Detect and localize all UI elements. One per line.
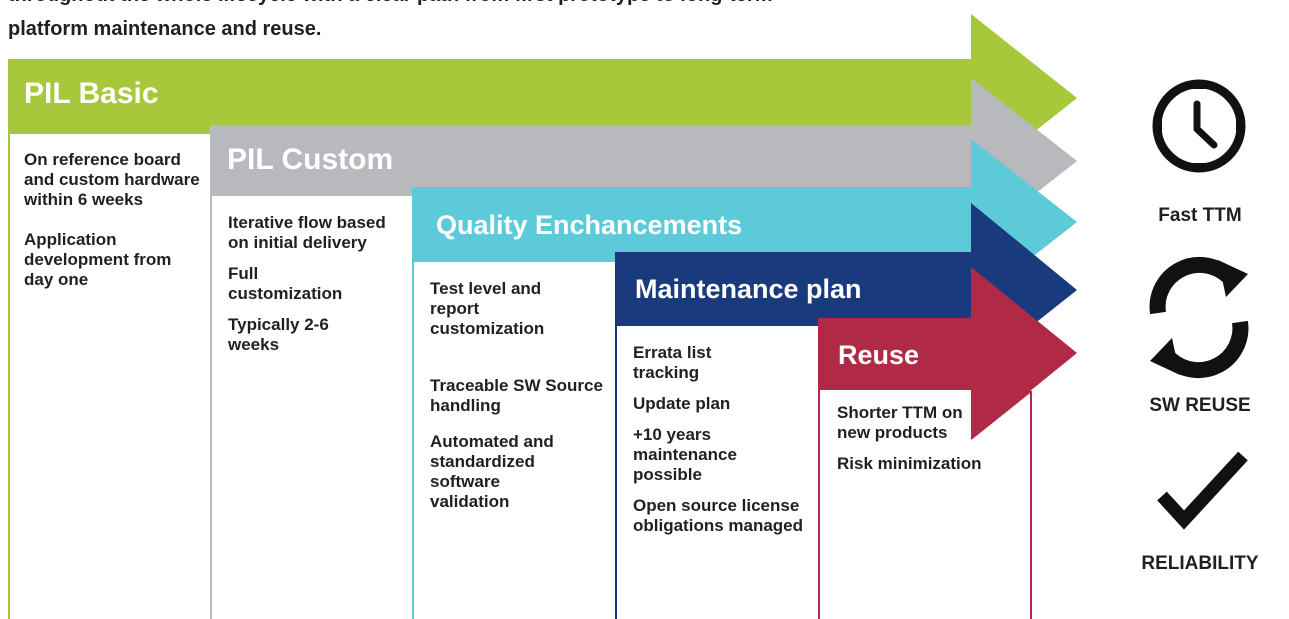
stage-arrow-pil-custom (210, 78, 1077, 244)
reuse-cycle-icon (1149, 256, 1249, 379)
benefit-label-fast-ttm: Fast TTM (1158, 205, 1242, 226)
list-item: Full customization (228, 264, 343, 303)
list-item: Typically 2-6 weeks (228, 315, 329, 354)
column-line-pil-custom (210, 196, 212, 619)
list-item: Traceable SW Source handling (430, 376, 603, 415)
benefit-label-sw-reuse: SW REUSE (1149, 395, 1251, 416)
column-line-reuse-left (818, 390, 820, 619)
benefit-label-reliability: RELIABILITY (1141, 553, 1259, 574)
intro-line-1: throughout the whole lifecycle with a cl… (8, 0, 773, 8)
stage-title-reuse: Reuse (838, 340, 920, 370)
stage-arrow-maintenance (615, 203, 1077, 374)
column-pil-basic: On reference board and custom hardware w… (24, 150, 204, 290)
list-item: On reference board and custom hardware w… (24, 150, 200, 209)
checkmark-icon (1157, 451, 1248, 530)
list-item: +10 years maintenance possible (633, 425, 737, 484)
stage-title-pil-custom: PIL Custom (227, 143, 394, 176)
stage-arrow-reuse (818, 267, 1077, 439)
stage-title-quality: Quality Enchancements (436, 210, 743, 240)
list-item: Errata list tracking (633, 343, 712, 382)
list-item: Open source license obligations managed (633, 496, 804, 535)
column-line-quality (412, 262, 414, 619)
list-item: Risk minimization (837, 454, 982, 473)
clock-icon (1152, 79, 1246, 173)
list-item: Iterative flow based on initial delivery (228, 213, 386, 252)
list-item: Shorter TTM on new products (837, 403, 963, 442)
list-item: Test level and report customization (430, 279, 545, 338)
column-quality: Test level and report customization Trac… (430, 279, 605, 512)
column-pil-custom: Iterative flow based on initial delivery… (228, 213, 398, 355)
column-line-maintenance (615, 326, 617, 619)
column-maintenance: Errata list tracking Update plan +10 yea… (633, 343, 818, 536)
column-reuse: Shorter TTM on new products Risk minimiz… (837, 403, 1022, 474)
list-item: Automated and standardized software vali… (430, 432, 554, 511)
stage-title-pil-basic: PIL Basic (24, 77, 159, 110)
column-line-reuse-right (1030, 391, 1032, 619)
stage-arrow-pil-basic (8, 14, 1077, 182)
stage-title-maintenance: Maintenance plan (635, 274, 862, 304)
intro-line-2: platform maintenance and reuse. (8, 18, 322, 40)
column-line-pil-basic (8, 134, 10, 619)
stage-arrow-quality (412, 139, 1077, 305)
column-line-reuse-diagonal (970, 390, 1032, 440)
list-item: Application development from day one (24, 230, 172, 289)
list-item: Update plan (633, 394, 731, 413)
